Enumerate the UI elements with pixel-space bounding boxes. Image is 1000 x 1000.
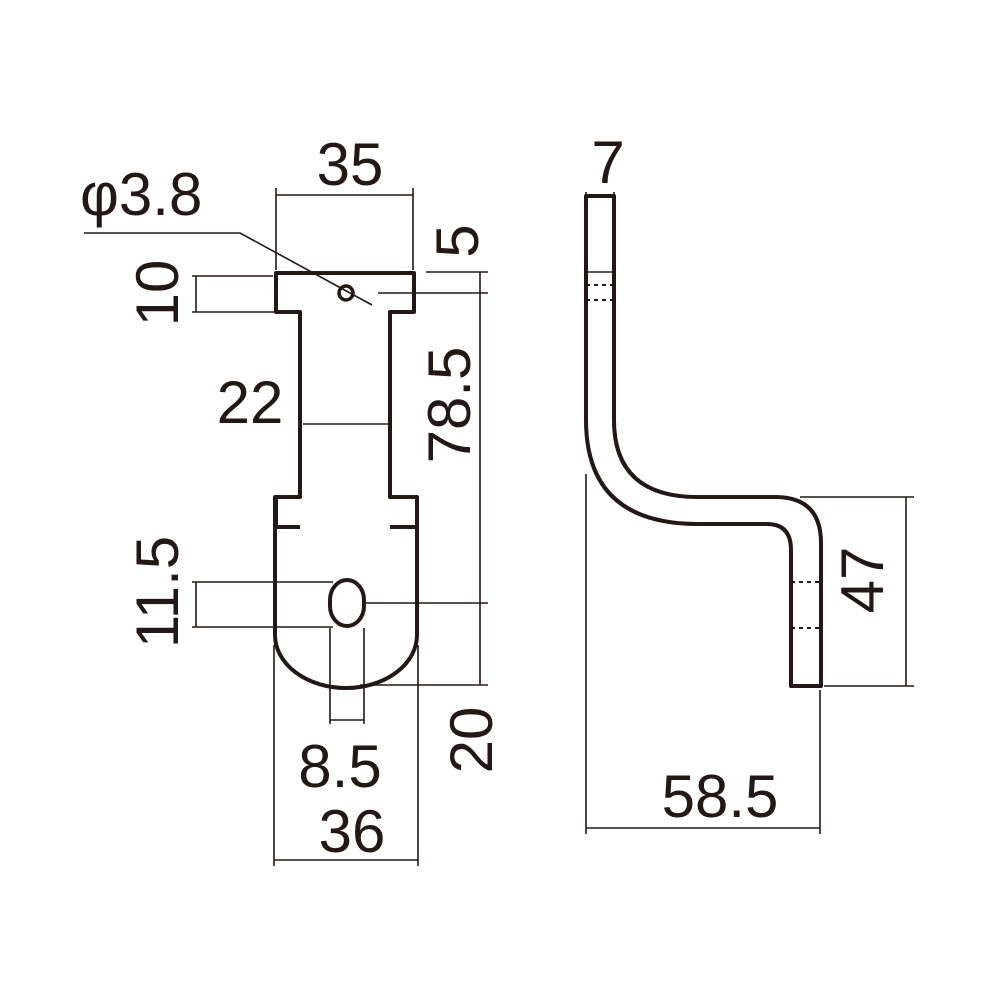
dim-line-hole-spacing xyxy=(360,300,488,686)
front-view-bracket-outline xyxy=(273,271,419,690)
dim-line-top-offset xyxy=(378,271,488,300)
dim-line-height xyxy=(800,496,914,687)
dim-bottom-offset-label: 20 xyxy=(438,707,505,774)
dim-projection-label: 58.5 xyxy=(662,763,779,830)
dim-thickness-label: 7 xyxy=(591,129,624,196)
dim-stem-width-label: 22 xyxy=(217,369,284,436)
dim-line-projection xyxy=(585,474,821,834)
dim-top-height-label: 10 xyxy=(124,260,191,327)
dim-leader-hole-diameter xyxy=(84,232,373,306)
dim-bottom-width-label: 36 xyxy=(319,798,386,865)
dim-line-top-height xyxy=(192,275,296,313)
side-view-bracket-profile xyxy=(584,194,823,688)
dim-line-top-width xyxy=(275,188,414,270)
dim-hole-spacing-label: 78.5 xyxy=(416,347,483,464)
dim-slot-height-label: 11.5 xyxy=(124,536,191,648)
dim-top-width-label: 35 xyxy=(317,131,384,198)
front-view-notch-lines xyxy=(274,497,419,529)
front-view: 35 φ3.8 5 10 22 78.5 11.5 8.5 36 20 xyxy=(80,131,505,866)
side-view-hidden-slot xyxy=(791,581,821,629)
dim-line-bottom-width xyxy=(273,645,419,866)
dim-height-label: 47 xyxy=(829,547,896,614)
side-view: 7 47 58.5 xyxy=(584,129,914,834)
dim-line-slot-height xyxy=(192,581,333,628)
dim-line-thickness xyxy=(585,192,615,197)
mounting-slot xyxy=(328,578,366,628)
dim-top-offset-label: 5 xyxy=(424,224,491,257)
dim-hole-diameter-label: φ3.8 xyxy=(80,161,202,228)
dim-slot-width-label: 8.5 xyxy=(298,733,381,800)
dim-line-slot-width xyxy=(329,628,365,724)
